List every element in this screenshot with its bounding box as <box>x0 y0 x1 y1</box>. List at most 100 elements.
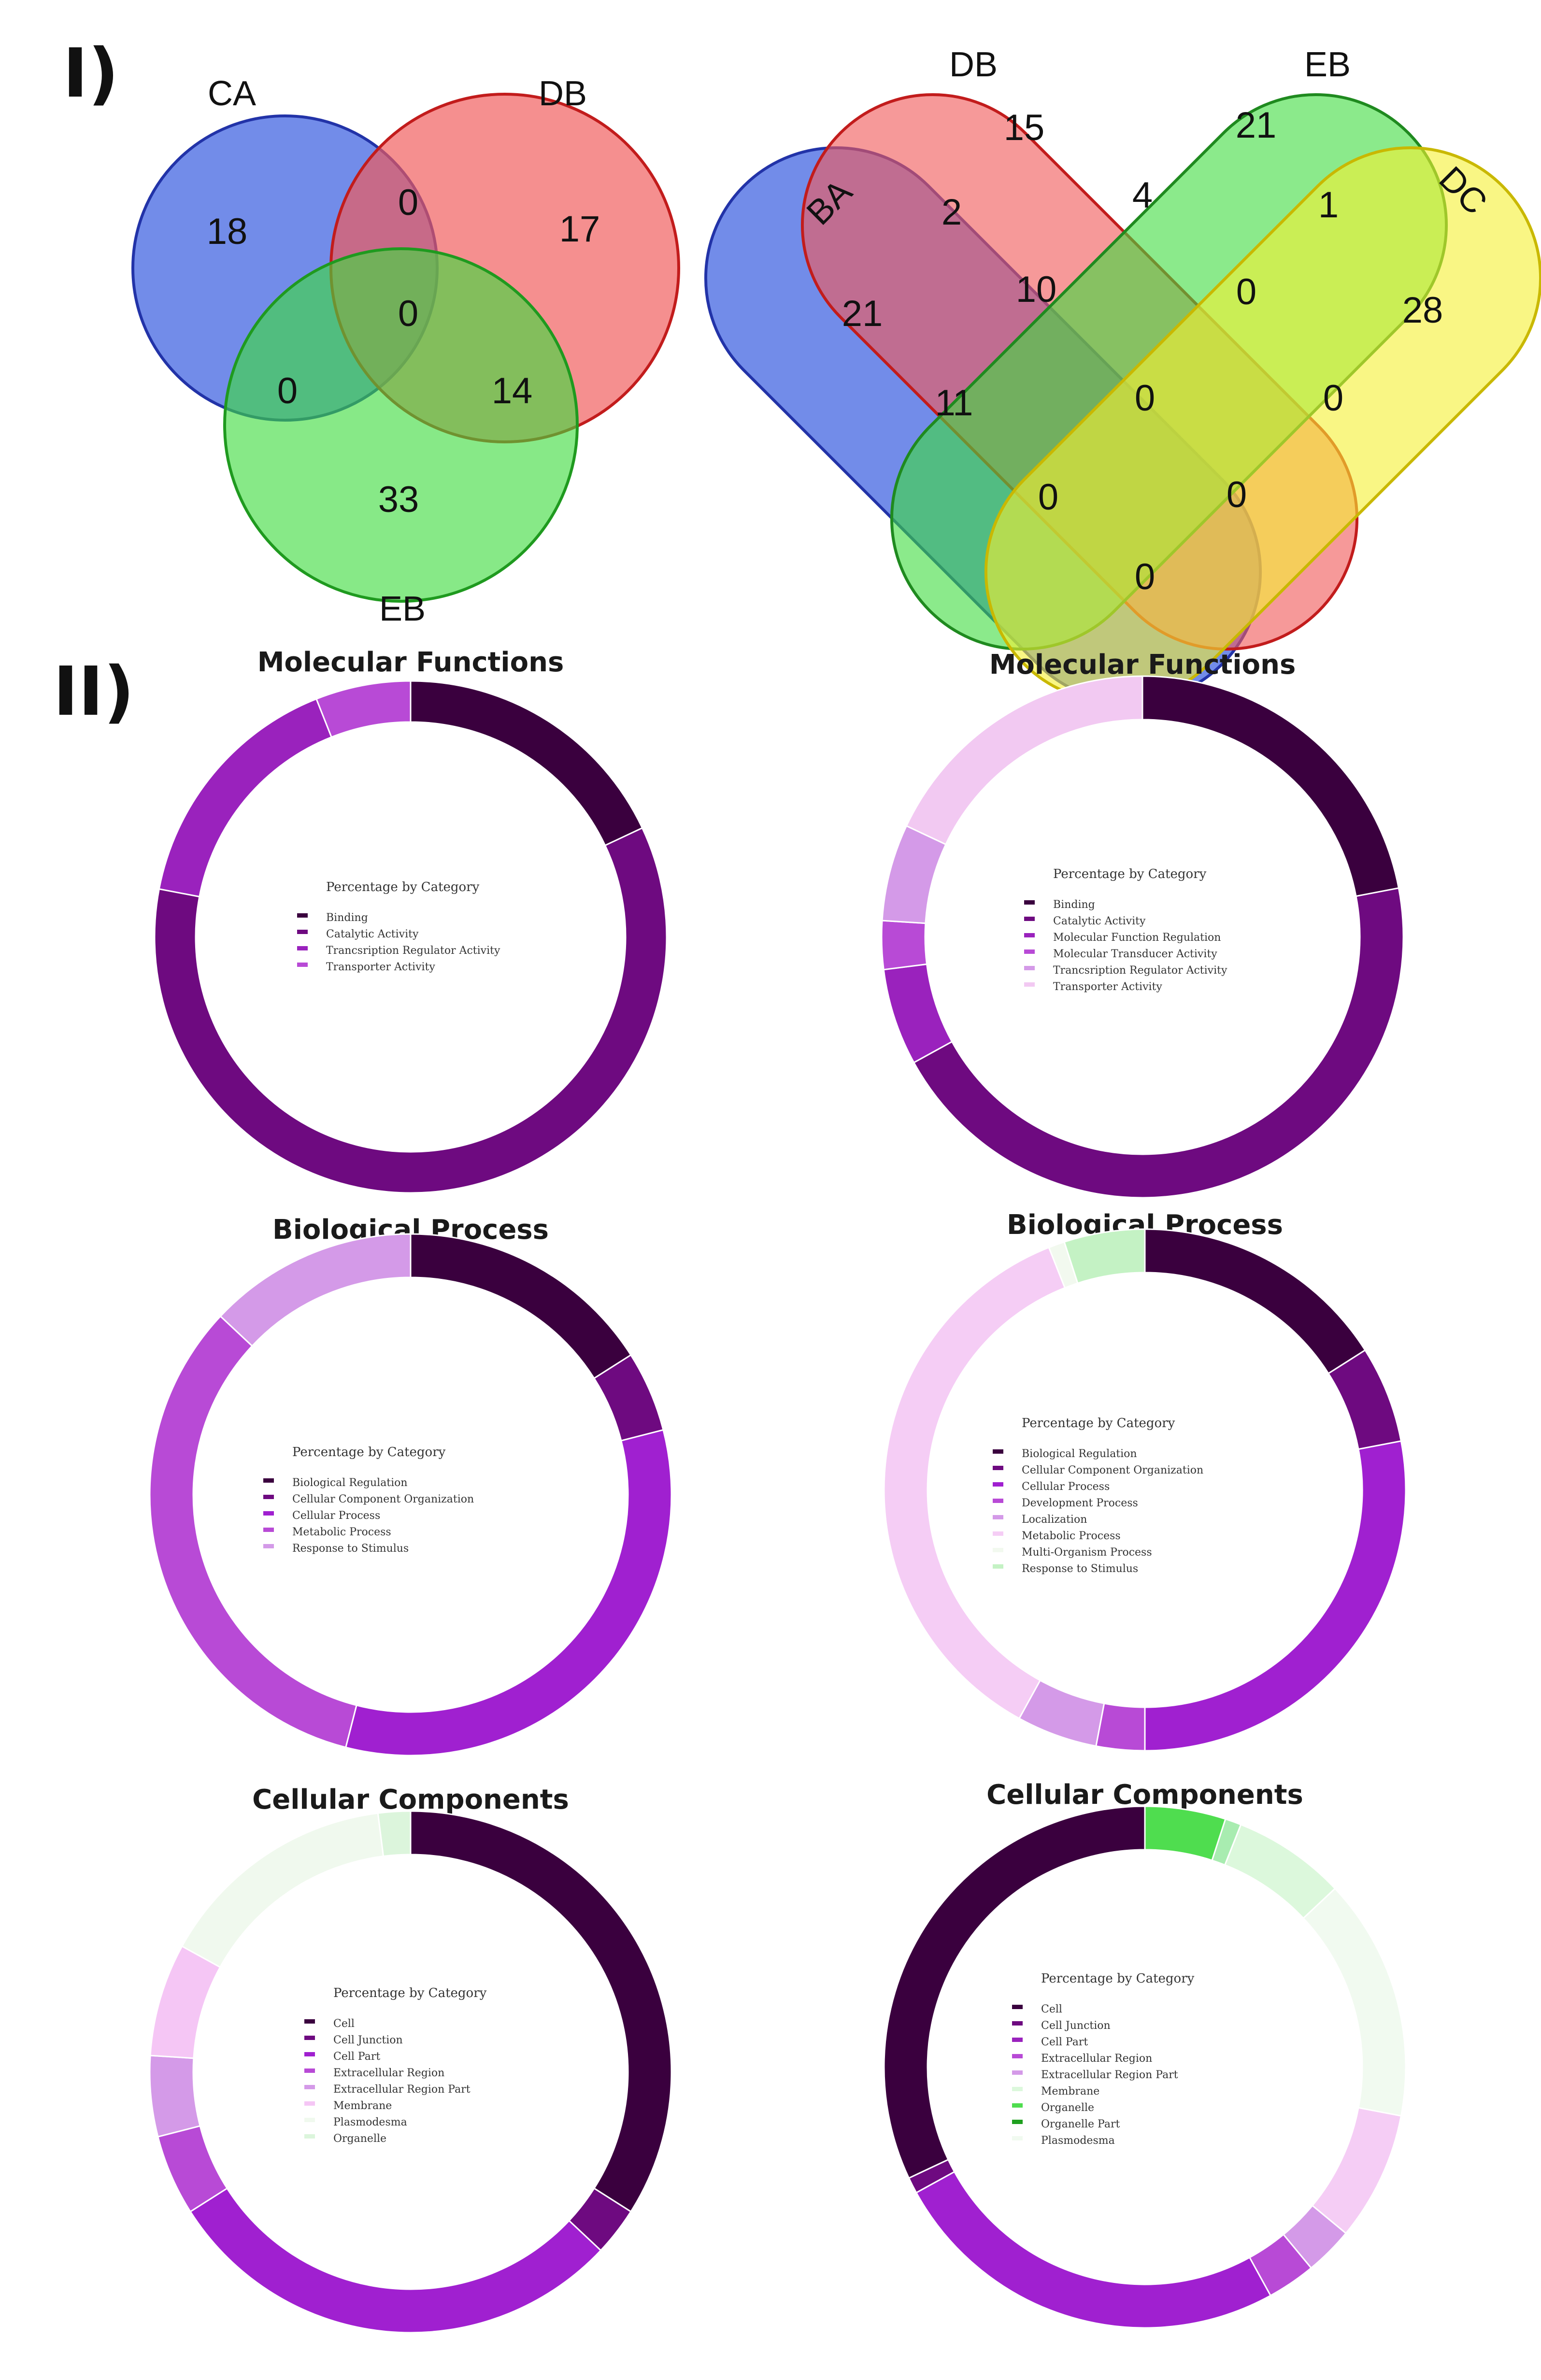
legend-swatch <box>263 1495 274 1499</box>
venn4-count-db-eb-dc: 0 <box>1236 271 1256 312</box>
legend-item-response-to-stimulus: Response to Stimulus <box>292 1543 409 1555</box>
legend-swatch <box>263 1528 274 1532</box>
legend-swatch <box>1024 966 1035 970</box>
donut-slice-catalytic-activity <box>913 887 1404 1199</box>
legend-item-biological-regulation: Biological Regulation <box>1022 1448 1137 1460</box>
legend-item-cell: Cell <box>333 2018 355 2030</box>
legend-item-binding: Binding <box>1053 899 1095 911</box>
donut-slice-cell <box>410 1810 672 2213</box>
legend-item-cell-part: Cell Part <box>333 2051 380 2063</box>
legend-item-extracellular-region-part: Extracellular Region Part <box>1041 2069 1178 2081</box>
legend-swatch <box>304 2019 315 2024</box>
venn3-count-ca-eb: 0 <box>277 370 298 411</box>
legend-swatch <box>1012 2038 1023 2042</box>
panel-label-donut: II) <box>53 652 134 731</box>
donut-slice-transporter-activity <box>315 680 412 738</box>
legend-swatch <box>297 913 308 918</box>
venn4-count-db-only: 15 <box>1004 107 1045 148</box>
legend-swatch <box>304 2052 315 2056</box>
legend-item-membrane: Membrane <box>333 2100 392 2112</box>
venn3-label-db: DB <box>539 74 587 113</box>
legend-swatch <box>1024 982 1035 987</box>
legend-item-cellular-process: Cellular Process <box>292 1510 380 1522</box>
legend-swatch <box>1024 933 1035 937</box>
legend-item-cellular-process: Cellular Process <box>1022 1481 1110 1493</box>
legend-heading: Percentage by Category <box>333 1986 487 2000</box>
donut-slice-cellular-process <box>344 1429 672 1757</box>
legend-item-cell-junction: Cell Junction <box>1041 2020 1111 2032</box>
legend-swatch <box>304 2036 315 2040</box>
legend-item-organelle-part: Organelle Part <box>1041 2118 1120 2130</box>
legend-swatch <box>297 930 308 934</box>
legend-item-binding: Binding <box>326 912 368 924</box>
donut-slice-transporter-activity <box>905 675 1143 846</box>
venn4-count-db-eb: 4 <box>1132 175 1153 216</box>
donut-slice-response-to-stimulus <box>219 1233 412 1347</box>
legend-item-organelle: Organelle <box>1041 2102 1094 2114</box>
venn3-count-all: 0 <box>398 293 418 334</box>
legend-heading: Percentage by Category <box>292 1445 446 1459</box>
legend-heading: Percentage by Category <box>1041 1971 1195 1986</box>
legend-swatch <box>297 963 308 967</box>
legend-swatch <box>993 1564 1003 1569</box>
legend-item-trancsription-regulator-activity: Trancsription Regulator Activity <box>1053 964 1227 977</box>
legend-swatch <box>1024 949 1035 954</box>
legend-swatch <box>304 2118 315 2122</box>
venn3-count-eb-only: 33 <box>378 479 419 520</box>
legend-item-response-to-stimulus: Response to Stimulus <box>1022 1563 1138 1575</box>
legend-item-extracellular-region-part: Extracellular Region Part <box>333 2083 471 2096</box>
legend-swatch <box>1012 2021 1023 2026</box>
venn4-count-ba-db-dc: 0 <box>1227 474 1247 515</box>
legend-item-biological-regulation: Biological Regulation <box>292 1477 408 1489</box>
legend-item-localization: Localization <box>1022 1514 1087 1526</box>
venn-four-set: BA DB EB DC 15 21 21 28 2 4 1 10 0 11 0 … <box>704 45 1541 704</box>
venn4-count-all-four: 0 <box>1135 378 1155 419</box>
legend-swatch <box>304 2085 315 2089</box>
legend-heading: Percentage by Category <box>326 880 480 894</box>
legend-swatch <box>1012 2136 1023 2140</box>
legend-item-trancsription-regulator-activity: Trancsription Regulator Activity <box>326 945 500 957</box>
venn4-count-ba-eb-dc: 0 <box>1038 477 1058 518</box>
donut-slice-response-to-stimulus <box>1063 1228 1146 1284</box>
venn4-label-eb: EB <box>1304 45 1351 84</box>
legend-item-organelle: Organelle <box>333 2133 386 2145</box>
venn3-label-eb: EB <box>379 590 426 628</box>
donut-title: Molecular Functions <box>989 649 1296 680</box>
legend-swatch <box>993 1531 1003 1536</box>
donut-title: Molecular Functions <box>257 647 564 678</box>
legend-swatch <box>993 1466 1003 1470</box>
donut-title: Cellular Components <box>252 1784 569 1815</box>
legend-swatch <box>263 1511 274 1516</box>
legend-swatch <box>1012 2005 1023 2009</box>
venn3-count-ca-only: 18 <box>207 211 248 252</box>
venn4-count-ba-db: 2 <box>942 192 962 233</box>
legend-swatch <box>993 1499 1003 1503</box>
donut-slice-metabolic-process <box>883 1246 1066 1720</box>
donut-slice-cell <box>883 1805 1146 2179</box>
legend-item-cellular-component-organization: Cellular Component Organization <box>1022 1464 1203 1476</box>
legend-item-cellular-component-organization: Cellular Component Organization <box>292 1493 474 1505</box>
legend-swatch <box>1012 2054 1023 2058</box>
legend-item-cell-part: Cell Part <box>1041 2036 1088 2048</box>
venn3-label-ca: CA <box>208 74 256 113</box>
venn-three-set: CA DB EB 18 17 33 0 0 14 0 <box>131 74 680 628</box>
legend-swatch <box>1012 2103 1023 2108</box>
venn4-count-dc-only: 28 <box>1402 290 1443 331</box>
venn4-count-eb-dc: 1 <box>1318 184 1339 226</box>
donut-slice-extracellular-region-part <box>149 2054 201 2138</box>
legend-item-plasmodesma: Plasmodesma <box>333 2116 407 2128</box>
donut-slice-molecular-transducer-activity <box>881 920 928 971</box>
donut-title: Cellular Components <box>986 1779 1303 1811</box>
venn4-label-db: DB <box>949 45 998 84</box>
legend-item-molecular-function-regulation: Molecular Function Regulation <box>1053 932 1221 944</box>
legend-heading: Percentage by Category <box>1053 867 1207 881</box>
legend-item-development-process: Development Process <box>1022 1497 1138 1509</box>
legend-item-molecular-transducer-activity: Molecular Transducer Activity <box>1053 948 1217 960</box>
legend-swatch <box>1024 900 1035 905</box>
